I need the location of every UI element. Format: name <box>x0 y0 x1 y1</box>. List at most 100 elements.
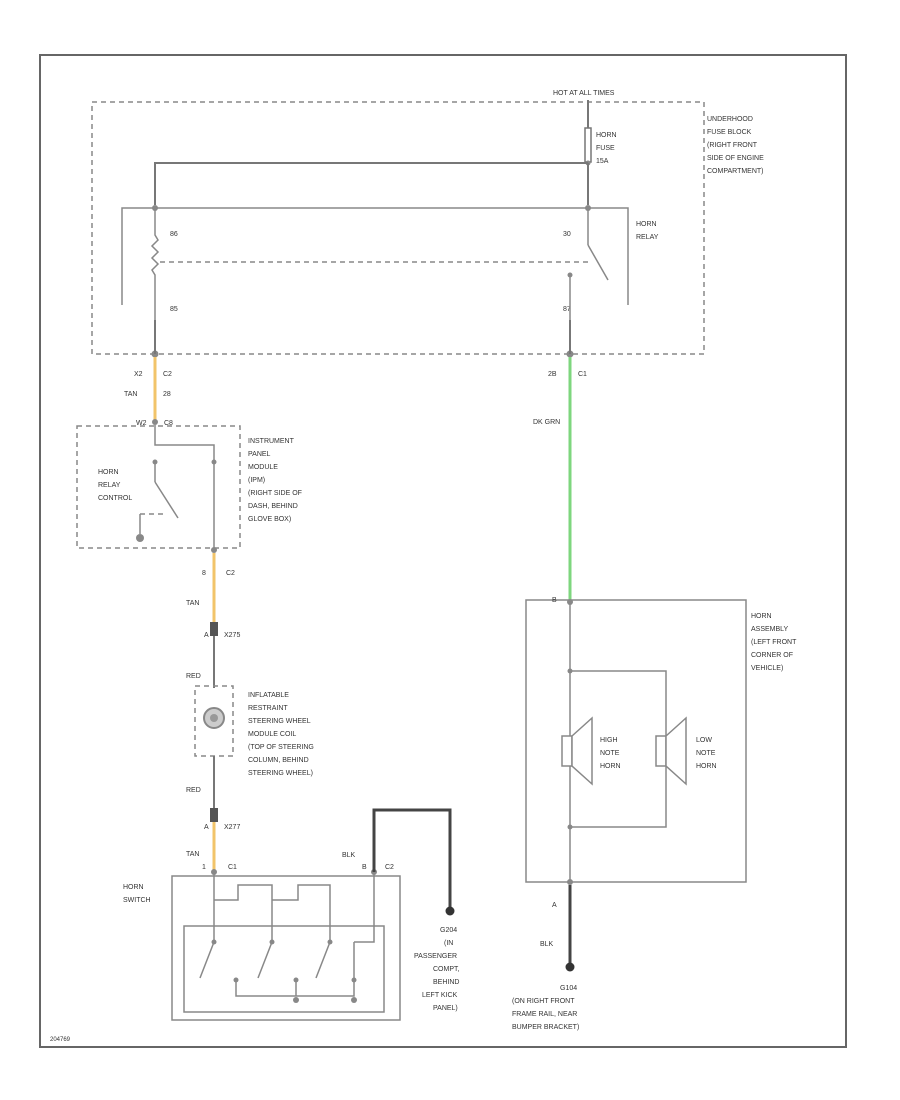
svg-text:HORN: HORN <box>98 469 119 476</box>
horn-switch-right-pin: B <box>362 864 367 871</box>
horn-fuse-label: HORN FUSE 15A <box>596 132 617 165</box>
svg-text:LEFT KICK: LEFT KICK <box>422 992 458 999</box>
blk-wire-label-switch: BLK <box>342 852 356 859</box>
svg-text:(RIGHT SIDE OF: (RIGHT SIDE OF <box>248 490 302 497</box>
svg-text:(IPM): (IPM) <box>248 477 265 484</box>
x275-conn: X275 <box>224 632 240 639</box>
svg-text:UNDERHOOD: UNDERHOOD <box>707 116 753 123</box>
svg-text:HORN: HORN <box>751 613 772 620</box>
horn-switch-outline <box>171 875 401 1021</box>
blk-wire-switch-ground <box>372 808 452 908</box>
ground-g204 <box>445 906 455 916</box>
svg-text:FUSE BLOCK: FUSE BLOCK <box>707 129 752 136</box>
x277-pin: A <box>204 824 209 831</box>
svg-text:SIDE OF ENGINE: SIDE OF ENGINE <box>707 155 764 162</box>
ipm-bottom-pin: 8 <box>202 570 206 577</box>
svg-text:RELAY: RELAY <box>636 234 659 241</box>
svg-text:(RIGHT FRONT: (RIGHT FRONT <box>707 142 758 149</box>
svg-text:HORN: HORN <box>636 221 657 228</box>
svg-text:HORN: HORN <box>123 884 144 891</box>
svg-text:BUMPER BRACKET): BUMPER BRACKET) <box>512 1024 579 1031</box>
svg-text:CONTROL: CONTROL <box>98 495 132 502</box>
svg-text:COMPARTMENT): COMPARTMENT) <box>707 168 764 175</box>
ipm-pin-w2: W2 <box>136 420 147 427</box>
horn-switch-left-pin: 1 <box>202 864 206 871</box>
high-note-horn: HIGH NOTE HORN <box>561 716 621 786</box>
svg-text:MODULE: MODULE <box>248 464 278 471</box>
svg-text:RESTRAINT: RESTRAINT <box>248 705 288 712</box>
svg-text:HIGH: HIGH <box>600 737 618 744</box>
svg-text:SWITCH: SWITCH <box>123 897 151 904</box>
relay-pin-30: 30 <box>563 231 571 238</box>
svg-text:PANEL: PANEL <box>248 451 271 458</box>
horn-switch-label: HORN SWITCH <box>123 884 151 904</box>
svg-text:ASSEMBLY: ASSEMBLY <box>751 626 789 633</box>
ipm-conn-c8: C8 <box>164 420 173 427</box>
relay-pin-86: 86 <box>170 231 178 238</box>
underhood-fuse-block-label: UNDERHOOD FUSE BLOCK (RIGHT FRONT SIDE O… <box>707 116 764 175</box>
svg-text:FUSE: FUSE <box>596 145 615 152</box>
low-note-horn: LOW NOTE HORN <box>655 716 717 786</box>
svg-text:(LEFT FRONT: (LEFT FRONT <box>751 639 797 646</box>
svg-text:COMPT,: COMPT, <box>433 966 460 973</box>
coil-label: INFLATABLE RESTRAINT STEERING WHEEL MODU… <box>248 692 314 777</box>
diagram-frame <box>39 54 847 1048</box>
horn-switch-left-conn: C1 <box>228 864 237 871</box>
c2-conn: C2 <box>163 371 172 378</box>
svg-text:RELAY: RELAY <box>98 482 121 489</box>
svg-text:MODULE COIL: MODULE COIL <box>248 731 296 738</box>
svg-text:(ON RIGHT FRONT: (ON RIGHT FRONT <box>512 998 575 1005</box>
ipm-bottom-conn: C2 <box>226 570 235 577</box>
tan-wire-label-lower: TAN <box>186 851 199 858</box>
svg-text:NOTE: NOTE <box>600 750 620 757</box>
tan-wire-label-upper: TAN <box>124 391 137 398</box>
horn-assembly-top-pin: B <box>552 597 557 604</box>
relay-pin-87: 87 <box>563 306 571 313</box>
hot-at-all-times-label: HOT AT ALL TIMES <box>553 90 615 97</box>
red-wire-label-upper: RED <box>186 673 201 680</box>
svg-text:LOW: LOW <box>696 737 712 744</box>
ground-g104-label: G104 (ON RIGHT FRONT FRAME RAIL, NEAR BU… <box>512 985 579 1031</box>
horn-assembly-bottom-pin: A <box>552 902 557 909</box>
svg-text:PASSENGER: PASSENGER <box>414 953 457 960</box>
svg-text:BEHIND: BEHIND <box>433 979 459 986</box>
svg-text:HORN: HORN <box>696 763 717 770</box>
svg-text:DASH, BEHIND: DASH, BEHIND <box>248 503 298 510</box>
c1-pin-2b: 2B <box>548 371 557 378</box>
tan-wire-num-upper: 28 <box>163 391 171 398</box>
horn-fuse <box>584 127 592 163</box>
x275-pin: A <box>204 632 209 639</box>
ground-g104 <box>565 962 575 972</box>
svg-text:G104: G104 <box>560 985 577 992</box>
red-wire-label-lower: RED <box>186 787 201 794</box>
svg-text:STEERING WHEEL): STEERING WHEEL) <box>248 770 313 777</box>
horn-relay-control-label: HORN RELAY CONTROL <box>98 469 132 502</box>
horn-relay: HORN RELAY 86 30 85 87 <box>121 205 659 320</box>
x277-conn: X277 <box>224 824 240 831</box>
underhood-fuse-block-outline <box>91 101 705 355</box>
svg-text:GLOVE BOX): GLOVE BOX) <box>248 516 291 523</box>
svg-text:HORN: HORN <box>600 763 621 770</box>
horn-assembly-label: HORN ASSEMBLY (LEFT FRONT CORNER OF VEHI… <box>751 613 797 672</box>
svg-text:FRAME RAIL, NEAR: FRAME RAIL, NEAR <box>512 1011 577 1018</box>
c2-pin-x2: X2 <box>134 371 143 378</box>
svg-text:VEHICLE): VEHICLE) <box>751 665 783 672</box>
figure-id: 204769 <box>50 1037 71 1043</box>
svg-text:CORNER OF: CORNER OF <box>751 652 793 659</box>
svg-text:HORN: HORN <box>596 132 617 139</box>
svg-text:COLUMN, BEHIND: COLUMN, BEHIND <box>248 757 309 764</box>
tan-wire-label-middle: TAN <box>186 600 199 607</box>
horn-assembly-outline <box>525 599 747 883</box>
ipm-outline <box>76 425 241 549</box>
svg-text:15A: 15A <box>596 158 609 165</box>
c1-conn: C1 <box>578 371 587 378</box>
svg-text:NOTE: NOTE <box>696 750 716 757</box>
svg-text:G204: G204 <box>440 927 457 934</box>
ground-g204-label: G204 (IN PASSENGER COMPT, BEHIND LEFT KI… <box>414 927 460 1012</box>
horn-switch-right-conn: C2 <box>385 864 394 871</box>
svg-text:STEERING WHEEL: STEERING WHEEL <box>248 718 311 725</box>
blk-wire-label-horn: BLK <box>540 941 554 948</box>
svg-text:(IN: (IN <box>444 940 453 947</box>
dk-grn-wire-label: DK GRN <box>533 419 560 426</box>
